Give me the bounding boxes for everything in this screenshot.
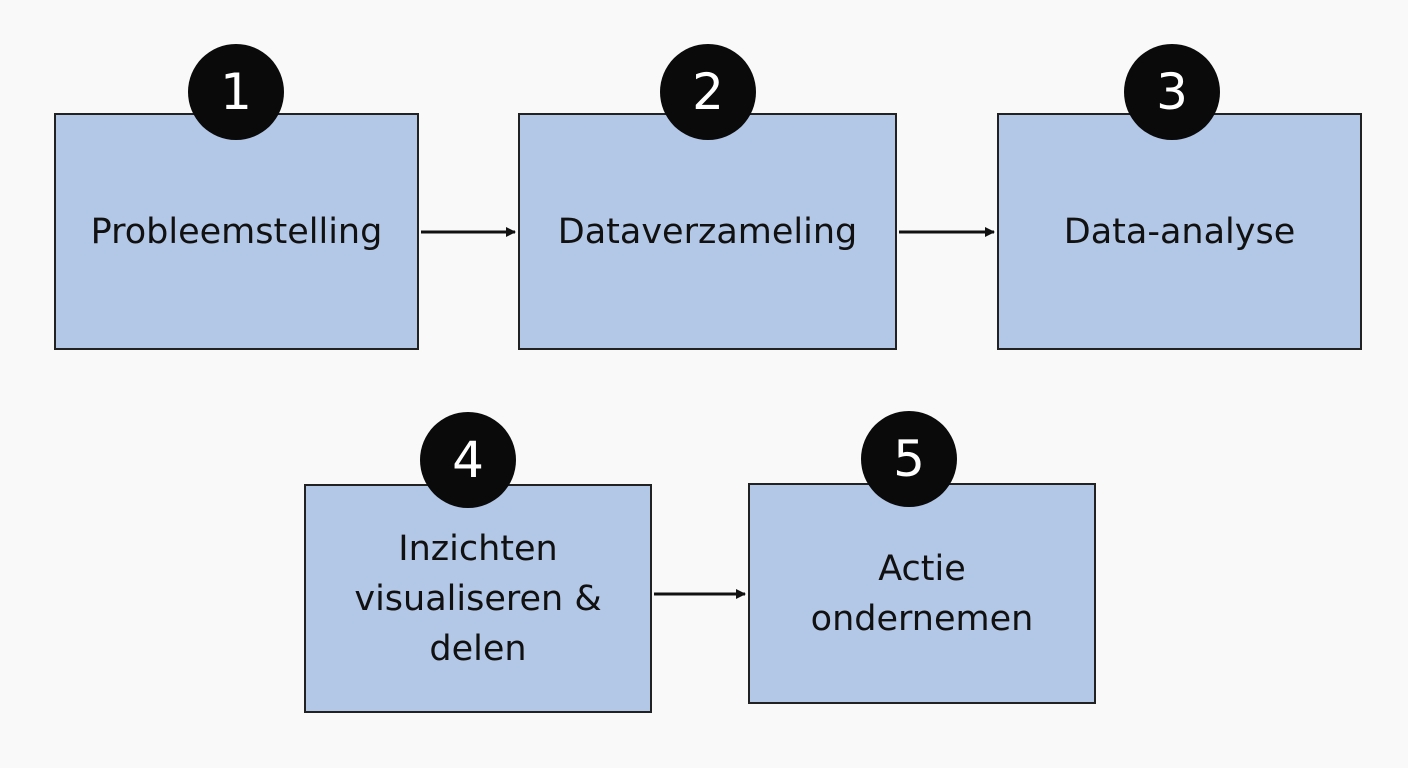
step-box-probleemstelling: Probleemstelling <box>54 113 419 350</box>
step-number-badge: 3 <box>1124 44 1220 140</box>
step-label: Dataverzameling <box>557 211 858 252</box>
step-box-inzichten: Inzichten visualiseren & delen <box>304 484 652 713</box>
step-label: Inzichten visualiseren & delen <box>354 528 602 669</box>
step-box-actie: Actie ondernemen <box>748 483 1096 704</box>
step-number-badge: 5 <box>861 411 957 507</box>
step-label: Data-analyse <box>1063 211 1296 252</box>
step-label: Actie ondernemen <box>810 548 1034 639</box>
step-number-badge: 2 <box>660 44 756 140</box>
step-number-badge: 1 <box>188 44 284 140</box>
step-label: Probleemstelling <box>90 211 383 252</box>
step-number-badge: 4 <box>420 412 516 508</box>
step-box-data-analyse: Data-analyse <box>997 113 1362 350</box>
